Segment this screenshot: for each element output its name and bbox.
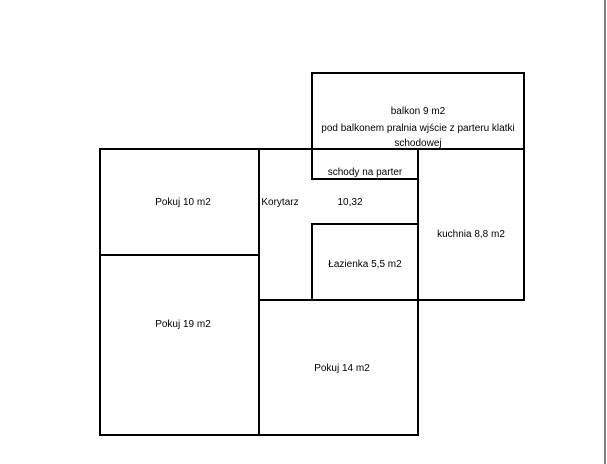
room-14-label: Pokuj 14 m2 xyxy=(314,363,370,374)
bathroom-outline xyxy=(311,223,418,300)
stairs-label: schody na parter xyxy=(328,167,403,178)
kitchen-outline xyxy=(417,148,525,301)
kitchen-label: kuchnia 8,8 m2 xyxy=(437,229,505,240)
stairs-outline xyxy=(311,149,418,180)
corridor-label: Korytarz xyxy=(261,197,298,208)
room-19-outline xyxy=(99,254,260,436)
balcony-note-line1: pod balkonem pralnia wjście z parteru kl… xyxy=(321,123,514,134)
balcony-note-line2: schodowej xyxy=(394,138,441,149)
room-10-label: Pokuj 10 m2 xyxy=(155,197,211,208)
room-19-label: Pokuj 19 m2 xyxy=(155,319,211,330)
balcony-label: balkon 9 m2 xyxy=(391,106,446,117)
bathroom-label: Łazienka 5,5 m2 xyxy=(328,259,402,270)
walls xyxy=(99,72,525,436)
corridor-area: 10,32 xyxy=(337,197,362,208)
room-14-outline xyxy=(258,299,419,436)
